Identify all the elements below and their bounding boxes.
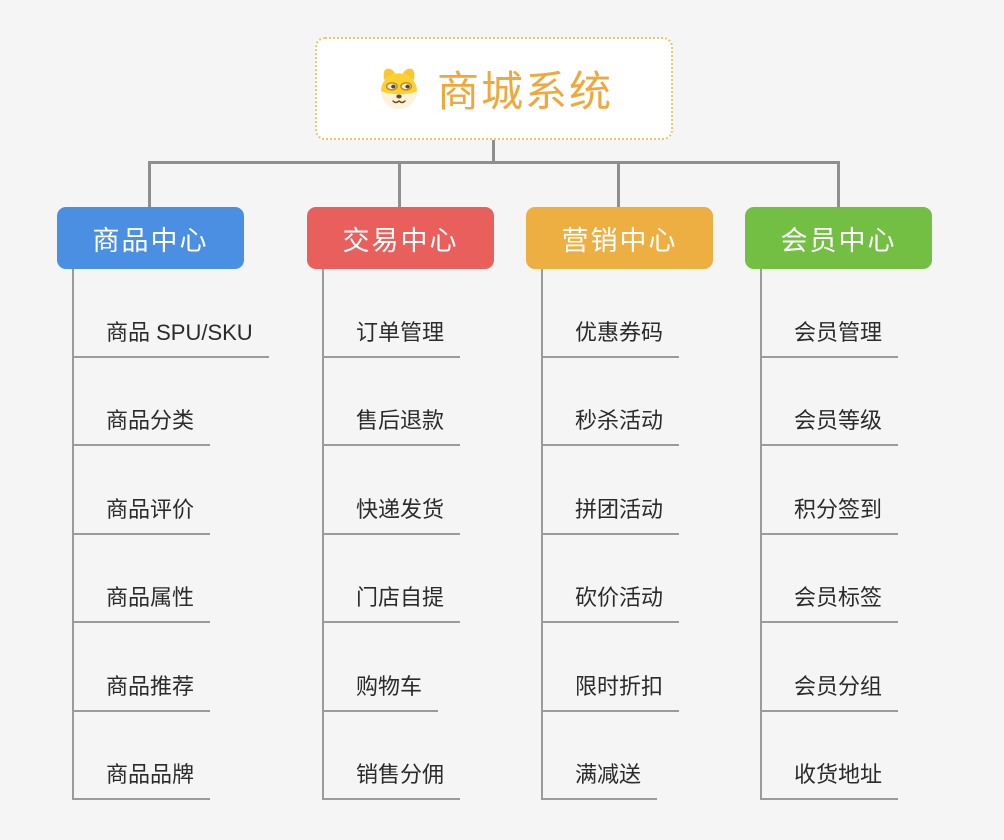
child-node[interactable]: 满减送 xyxy=(541,757,658,800)
child-row: 销售分佣 xyxy=(322,712,461,800)
child-row: 购物车 xyxy=(322,623,460,712)
child-node[interactable]: 商品 SPU/SKU xyxy=(72,315,269,358)
child-row: 砍价活动 xyxy=(541,535,680,623)
connector-drop-trade xyxy=(398,161,401,209)
child-row: 商品品牌 xyxy=(72,712,269,800)
child-row: 收货地址 xyxy=(760,712,899,800)
branch-column-marketing: 优惠券码 秒杀活动 拼团活动 砍价活动 限时折扣 满减送 xyxy=(541,269,680,800)
child-node[interactable]: 快递发货 xyxy=(322,492,461,535)
child-row: 会员等级 xyxy=(760,358,899,446)
connector-drop-product xyxy=(148,161,151,209)
child-row: 快递发货 xyxy=(322,446,461,535)
connector-trunk xyxy=(72,269,74,800)
child-row: 秒杀活动 xyxy=(541,358,680,446)
child-node[interactable]: 砍价活动 xyxy=(541,580,680,623)
child-row: 优惠券码 xyxy=(541,269,680,358)
connector-horizontal xyxy=(148,161,840,164)
child-node[interactable]: 门店自提 xyxy=(322,580,461,623)
child-node[interactable]: 会员等级 xyxy=(760,403,899,446)
child-node[interactable]: 限时折扣 xyxy=(541,669,680,712)
child-row: 商品 SPU/SKU xyxy=(72,269,269,358)
child-row: 商品属性 xyxy=(72,535,269,623)
child-node[interactable]: 商品分类 xyxy=(72,403,211,446)
child-row: 售后退款 xyxy=(322,358,461,446)
branch-header-member[interactable]: 会员中心 xyxy=(745,207,932,269)
child-node[interactable]: 积分签到 xyxy=(760,492,899,535)
child-node[interactable]: 商品品牌 xyxy=(72,757,211,800)
child-row: 门店自提 xyxy=(322,535,461,623)
child-node[interactable]: 订单管理 xyxy=(322,315,461,358)
child-row: 商品评价 xyxy=(72,446,269,535)
root-node[interactable]: 商城系统 xyxy=(315,37,673,140)
child-row: 限时折扣 xyxy=(541,623,680,712)
connector-trunk xyxy=(322,269,324,800)
child-node[interactable]: 售后退款 xyxy=(322,403,461,446)
child-node[interactable]: 会员管理 xyxy=(760,315,899,358)
child-node[interactable]: 商品评价 xyxy=(72,492,211,535)
child-row: 商品推荐 xyxy=(72,623,269,712)
child-row: 会员标签 xyxy=(760,535,899,623)
branch-column-member: 会员管理 会员等级 积分签到 会员标签 会员分组 收货地址 xyxy=(760,269,899,800)
child-node[interactable]: 会员分组 xyxy=(760,669,899,712)
child-node[interactable]: 秒杀活动 xyxy=(541,403,680,446)
child-node[interactable]: 销售分佣 xyxy=(322,757,461,800)
child-node[interactable]: 购物车 xyxy=(322,669,439,712)
child-row: 满减送 xyxy=(541,712,679,800)
child-node[interactable]: 优惠券码 xyxy=(541,315,680,358)
child-row: 订单管理 xyxy=(322,269,461,358)
root-title: 商城系统 xyxy=(436,68,613,115)
child-row: 会员管理 xyxy=(760,269,899,358)
branch-header-trade[interactable]: 交易中心 xyxy=(307,207,494,269)
child-row: 会员分组 xyxy=(760,623,899,712)
child-node[interactable]: 商品推荐 xyxy=(72,669,211,712)
connector-trunk xyxy=(760,269,762,800)
child-row: 拼团活动 xyxy=(541,446,680,535)
branch-header-marketing[interactable]: 营销中心 xyxy=(526,207,713,269)
branch-column-product: 商品 SPU/SKU 商品分类 商品评价 商品属性 商品推荐 商品品牌 xyxy=(72,269,269,800)
child-node[interactable]: 收货地址 xyxy=(760,757,899,800)
child-row: 积分签到 xyxy=(760,446,899,535)
branch-header-product[interactable]: 商品中心 xyxy=(57,207,244,269)
child-node[interactable]: 会员标签 xyxy=(760,580,899,623)
connector-drop-member xyxy=(837,161,840,209)
connector-root-stem xyxy=(492,140,495,162)
connector-trunk xyxy=(541,269,543,800)
child-node[interactable]: 拼团活动 xyxy=(541,492,680,535)
branch-column-trade: 订单管理 售后退款 快递发货 门店自提 购物车 销售分佣 xyxy=(322,269,461,800)
dog-face-icon xyxy=(380,68,417,109)
connector-drop-marketing xyxy=(617,161,620,209)
child-row: 商品分类 xyxy=(72,358,269,446)
child-node[interactable]: 商品属性 xyxy=(72,580,211,623)
